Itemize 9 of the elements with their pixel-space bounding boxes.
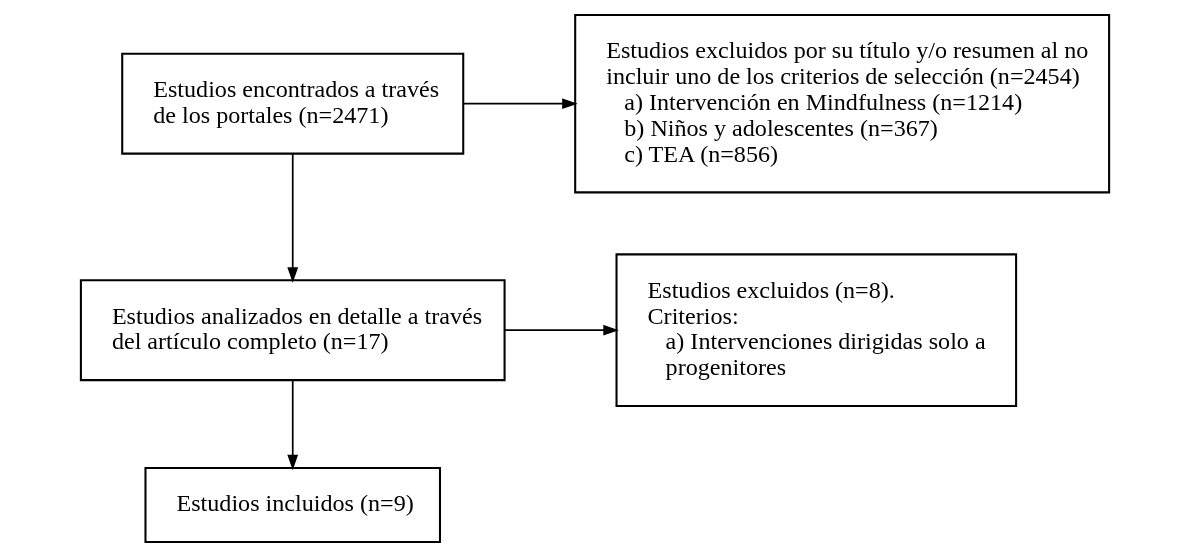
arrow — [504, 324, 619, 336]
node-box: Estudios excluidos (n=8). Criterios: a) Intervenciones dirigidas solo a progenitores — [615, 253, 1018, 407]
node-box: Estudios encontrados a través de los portales (n=2471) — [121, 52, 465, 155]
node-box: Estudios incluidos (n=9) — [144, 466, 442, 544]
arrow — [287, 379, 299, 471]
arrow — [462, 98, 578, 110]
arrow — [287, 152, 299, 283]
node-box: Estudios excluidos por su título y/o resumen al no incluir uno de los criterios de selección (n=2454) a) Intervención en Mindfulness (n=1214) b) Niños y adolescentes (n=367) c) TEA (n=856) — [574, 13, 1111, 194]
node-box: Estudios analizados en detalle a través del artículo completo (n=17) — [79, 279, 506, 382]
